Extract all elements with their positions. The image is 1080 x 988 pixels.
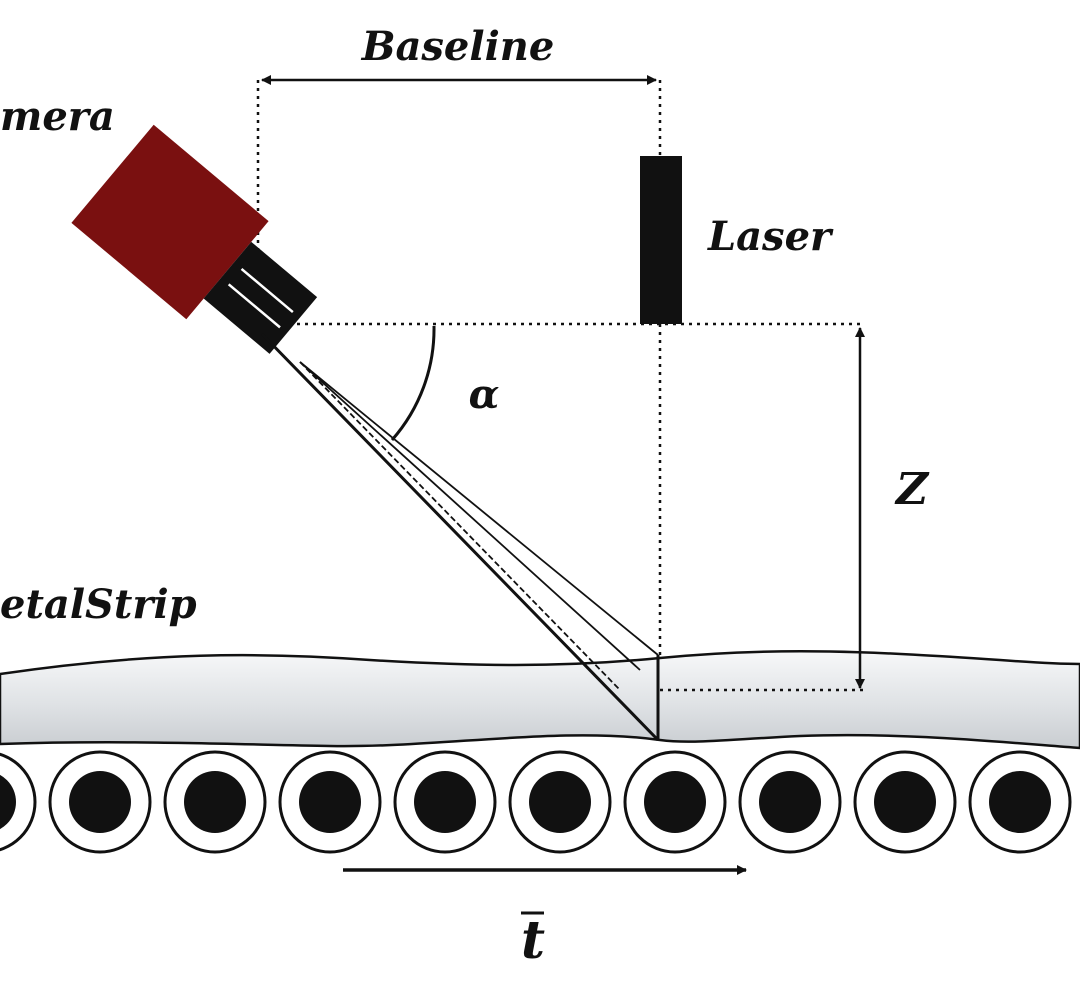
- laser-body: [640, 156, 682, 324]
- roller-core: [69, 771, 131, 833]
- roller-core: [989, 771, 1051, 833]
- roller-core: [759, 771, 821, 833]
- alpha-angle-arc: [390, 325, 436, 441]
- baseline-dimension: [256, 75, 662, 252]
- view-ray-upper: [299, 361, 659, 656]
- height-dimension: [265, 322, 865, 692]
- roller-core: [414, 771, 476, 833]
- z-label: Z: [894, 464, 930, 515]
- baseline-label: Baseline: [361, 23, 555, 70]
- camera-body: [71, 124, 269, 320]
- camera-lens: [203, 241, 318, 354]
- roller-core: [644, 771, 706, 833]
- view-ray-lower: [299, 361, 621, 691]
- lens-ring-2: [227, 283, 281, 329]
- roller: [0, 752, 37, 852]
- laser-label: Laser: [707, 213, 834, 260]
- camera-label: mera: [0, 93, 115, 140]
- metal-strip: [0, 649, 1080, 750]
- direction-label: t: [521, 910, 545, 971]
- roller-core: [184, 771, 246, 833]
- lens-ring-1: [240, 268, 294, 314]
- roller-core: [299, 771, 361, 833]
- roller-core: [874, 771, 936, 833]
- view-ray-middle: [299, 361, 641, 671]
- camera: [71, 124, 318, 354]
- view-ray-main: [260, 332, 660, 742]
- metal-strip-label: etalStrip: [0, 581, 197, 628]
- camera-view-rays: [260, 332, 660, 742]
- alpha-label: α: [469, 371, 500, 418]
- roller-row: [0, 750, 1072, 854]
- roller-core: [529, 771, 591, 833]
- laser: [640, 156, 682, 740]
- metal-strip-body: [0, 649, 1080, 750]
- roller-core: [0, 774, 16, 830]
